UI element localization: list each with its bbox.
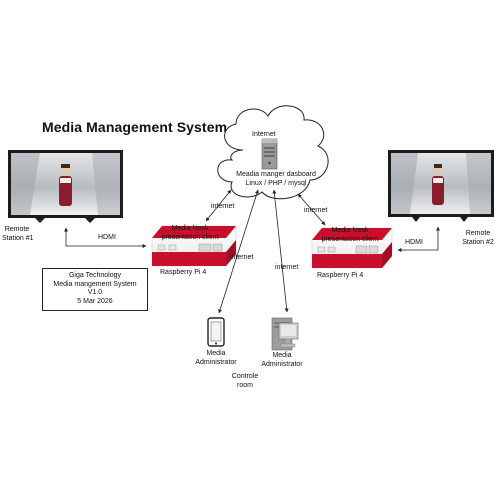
cloud-label: Internet	[252, 131, 276, 138]
kiosk-1-link-label: internet	[211, 203, 235, 210]
kiosk-1-caption: Media kiosk presentation client	[161, 225, 219, 241]
internet-link-phone	[218, 189, 259, 314]
info-box: Giga Technology Media mangement System V…	[42, 268, 148, 311]
info-box-version: V1.0	[87, 289, 103, 296]
diagram-title: Media Management System	[42, 119, 228, 135]
hdmi-link-2	[397, 226, 440, 252]
server-caption: Meadia manger dasboard Linux / PHP / mys…	[226, 171, 326, 188]
hdmi-label-1: HDMI	[98, 234, 116, 241]
raspberry-pi-icon	[311, 227, 393, 269]
server-caption-line1: Meadia manger dasboard	[236, 171, 316, 178]
hdmi-label-2: HDMI	[405, 239, 423, 246]
tv-icon	[8, 150, 123, 223]
raspberry-pi-icon	[151, 225, 237, 267]
smartphone-icon	[207, 317, 225, 347]
remote-station-2-label: Remote Station #2	[462, 230, 494, 246]
kiosk-1-device-label: Raspberry Pi 4	[160, 269, 207, 276]
info-box-date: 5 Mar 2026	[77, 297, 113, 305]
connection-lines	[64, 189, 440, 314]
info-box-company: Giga Technology	[68, 272, 122, 279]
info-box-system: Media mangement System	[53, 280, 137, 288]
kiosk-2-caption: Media kiosk presentation client	[321, 227, 379, 243]
hdmi-link-1	[64, 227, 147, 248]
tv-icon	[388, 150, 494, 222]
desktop-pc-icon	[271, 317, 299, 351]
kiosk-2-device-label: Raspberry Pi 4	[317, 272, 364, 279]
pc-admin-label: Media Administrator	[261, 352, 303, 368]
internet-link-pc	[272, 189, 289, 313]
server-caption-line2: Linux / PHP / mysql	[245, 179, 307, 187]
phone-admin-label: Media Administrator	[195, 350, 237, 366]
kiosk-2-link-label: internet	[304, 207, 328, 214]
control-room-label: Controle room	[231, 373, 259, 389]
internet-link-kiosk-2	[297, 193, 326, 226]
phone-link-label: internet	[230, 254, 254, 261]
server-icon	[261, 138, 278, 170]
pc-link-label: internet	[275, 264, 299, 271]
remote-station-1-label: Remote Station #1	[2, 226, 34, 242]
